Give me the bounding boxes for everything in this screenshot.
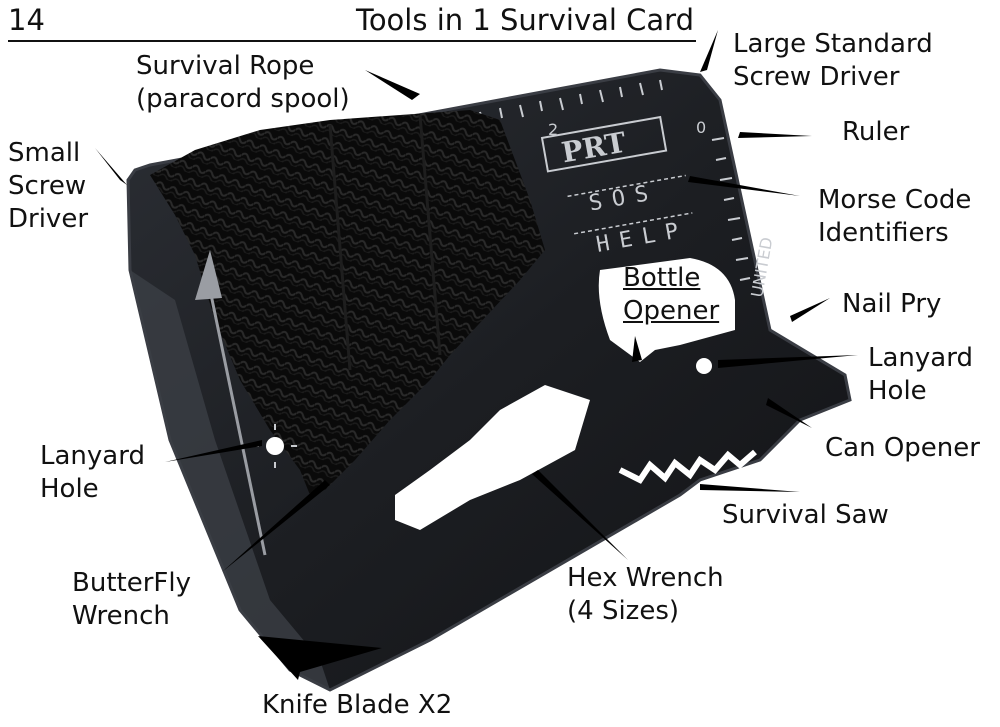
ruler-ticks [479, 79, 751, 281]
label-knife-blade: Knife Blade X2 [262, 689, 452, 722]
label-nail-pry: Nail Pry [842, 288, 941, 321]
title-text: Tools in 1 Survival Card [356, 3, 694, 37]
ruler-mark-0: 0 [696, 118, 706, 137]
knife-blade-edge [130, 270, 330, 690]
label-lanyard-hole-right: Lanyard Hole [868, 342, 973, 408]
label-lanyard-hole-left-line1: Lanyard [40, 441, 145, 471]
label-butterfly-wrench-line1: ButterFly [72, 568, 191, 598]
pointer-nail-pry [790, 298, 830, 322]
pointer-lines [95, 30, 858, 680]
label-small-screwdriver-line2: Screw [8, 171, 87, 201]
label-butterfly-wrench-line2: Wrench [72, 601, 170, 631]
pointer-survival-saw [700, 484, 800, 492]
label-survival-rope: Survival Rope (paracord spool) [136, 50, 350, 116]
label-hex-wrench: Hex Wrench (4 Sizes) [567, 562, 724, 628]
title-number: 14 [8, 3, 45, 37]
label-survival-rope-line2: (paracord spool) [136, 84, 350, 114]
lanyard-hole-left [266, 437, 284, 455]
label-survival-saw: Survival Saw [722, 499, 889, 532]
label-large-screwdriver-line1: Large Standard [733, 29, 933, 59]
pointer-can-opener [766, 398, 812, 428]
label-can-opener-line1: Can Opener [825, 433, 980, 463]
label-can-opener: Can Opener [825, 432, 980, 465]
pointer-knife-blade [258, 636, 382, 680]
label-bottle-opener-line1: Bottle [623, 263, 701, 293]
label-hex-wrench-line1: Hex Wrench [567, 563, 724, 593]
label-morse-code-line1: Morse Code [818, 185, 972, 215]
label-knife-blade-line1: Knife Blade X2 [262, 690, 453, 720]
label-lanyard-hole-left-line2: Hole [40, 474, 99, 504]
ruler-mark-2: 2 [548, 120, 558, 139]
pointer-small-screwdriver [95, 148, 127, 185]
label-bottle-opener-line2: Opener [623, 296, 720, 326]
label-small-screwdriver-line1: Small [8, 138, 81, 168]
label-large-screwdriver-line2: Screw Driver [733, 62, 900, 92]
pointer-bottle-opener [632, 336, 642, 362]
brand-logo-frame [540, 115, 668, 173]
label-survival-saw-line1: Survival Saw [722, 500, 889, 530]
pointer-ruler [738, 132, 812, 138]
label-ruler-line1: Ruler [842, 117, 910, 147]
pointer-large-screwdriver [700, 30, 718, 72]
label-survival-rope-line1: Survival Rope [136, 51, 315, 81]
pointer-survival-rope [365, 70, 420, 100]
label-small-screwdriver: Small Screw Driver [8, 137, 88, 236]
pointer-hex-wrench [532, 470, 628, 560]
pointer-butterfly-wrench [222, 480, 330, 572]
label-ruler: Ruler [842, 116, 909, 149]
label-lanyard-hole-right-line2: Hole [868, 376, 927, 406]
label-bottle-opener: Bottle Opener [623, 262, 719, 328]
label-hex-wrench-line2: (4 Sizes) [567, 596, 680, 626]
hex-wrench-cutout [395, 385, 590, 530]
pointer-lanyard-hole-left [165, 440, 262, 462]
label-small-screwdriver-line3: Driver [8, 204, 89, 234]
label-lanyard-hole-left: Lanyard Hole [40, 440, 145, 506]
pointer-lanyard-hole-right [718, 355, 858, 368]
label-large-screwdriver: Large Standard Screw Driver [733, 28, 933, 94]
engraved-arrow [206, 279, 267, 556]
label-lanyard-hole-right-line1: Lanyard [868, 343, 973, 373]
label-morse-code: Morse Code Identifiers [818, 184, 971, 250]
saw-teeth [618, 449, 757, 484]
label-butterfly-wrench: ButterFly Wrench [72, 567, 191, 633]
label-morse-code-line2: Identifiers [818, 218, 949, 248]
paracord-rope [150, 110, 545, 495]
title-bar: 14 Tools in 1 Survival Card [8, 2, 696, 42]
label-nail-pry-line1: Nail Pry [842, 289, 942, 319]
pointer-morse-code [688, 176, 800, 196]
bottle-opener-cutout [598, 258, 735, 362]
lanyard-hole-right [696, 358, 712, 374]
